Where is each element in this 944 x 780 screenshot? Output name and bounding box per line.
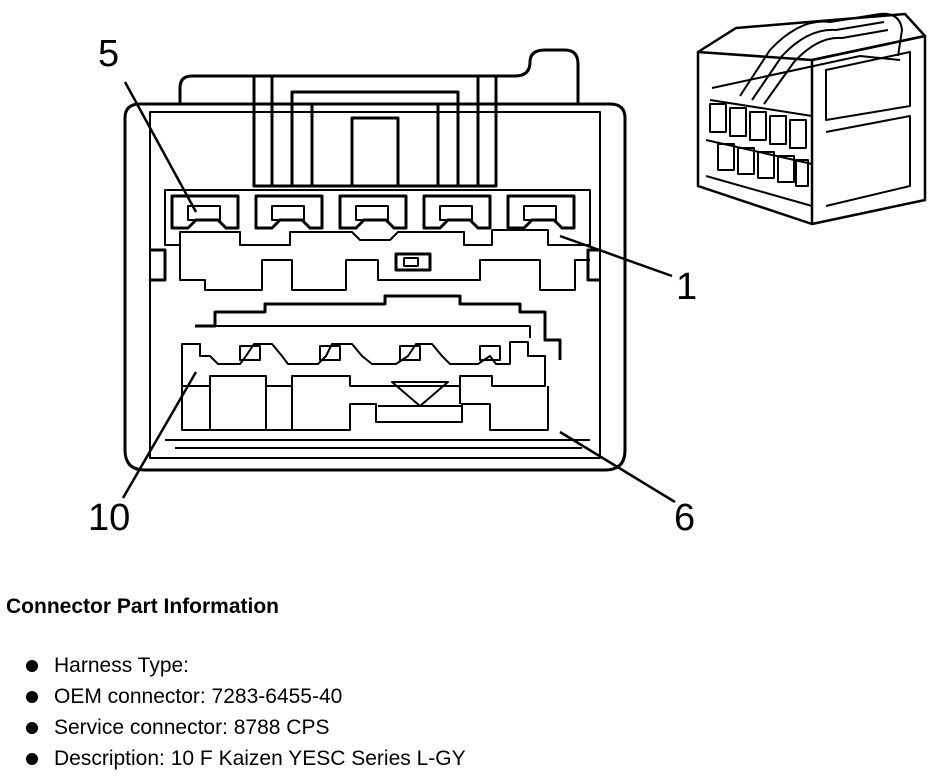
bullet-icon — [26, 691, 38, 703]
list-item-harness-type: Harness Type: — [6, 650, 936, 681]
bullet-icon — [26, 722, 38, 734]
service-connector-text: Service connector: 8788 CPS — [54, 716, 330, 739]
connector-info-list: Harness Type: OEM connector: 7283-6455-4… — [6, 650, 936, 774]
bottom-row-cavities — [165, 294, 590, 449]
bullet-icon — [26, 660, 38, 672]
top-row-cavities — [164, 189, 591, 291]
connector-part-information: Connector Part Information Harness Type:… — [6, 594, 936, 774]
pin-label-1: 1 — [676, 266, 697, 308]
section-title: Connector Part Information — [6, 595, 280, 618]
pin-label-6: 6 — [674, 497, 695, 539]
connector-isometric-illustration — [696, 12, 927, 226]
list-item-oem-connector: OEM connector: 7283-6455-40 — [6, 681, 936, 712]
pin-label-10: 10 — [88, 497, 130, 539]
harness-type-text: Harness Type: — [54, 654, 190, 677]
bullet-icon — [26, 753, 38, 765]
list-item-description: Description: 10 F Kaizen YESC Series L-G… — [6, 743, 936, 774]
connector-face-diagram: 5 1 10 6 — [88, 12, 927, 539]
connector-housing — [123, 48, 627, 472]
leader-lines — [121, 81, 676, 504]
description-text: Description: 10 F Kaizen YESC Series L-G… — [54, 747, 466, 770]
list-item-service-connector: Service connector: 8788 CPS — [6, 712, 936, 743]
oem-connector-text: OEM connector: 7283-6455-40 — [54, 685, 343, 708]
pin-label-5: 5 — [98, 33, 119, 75]
